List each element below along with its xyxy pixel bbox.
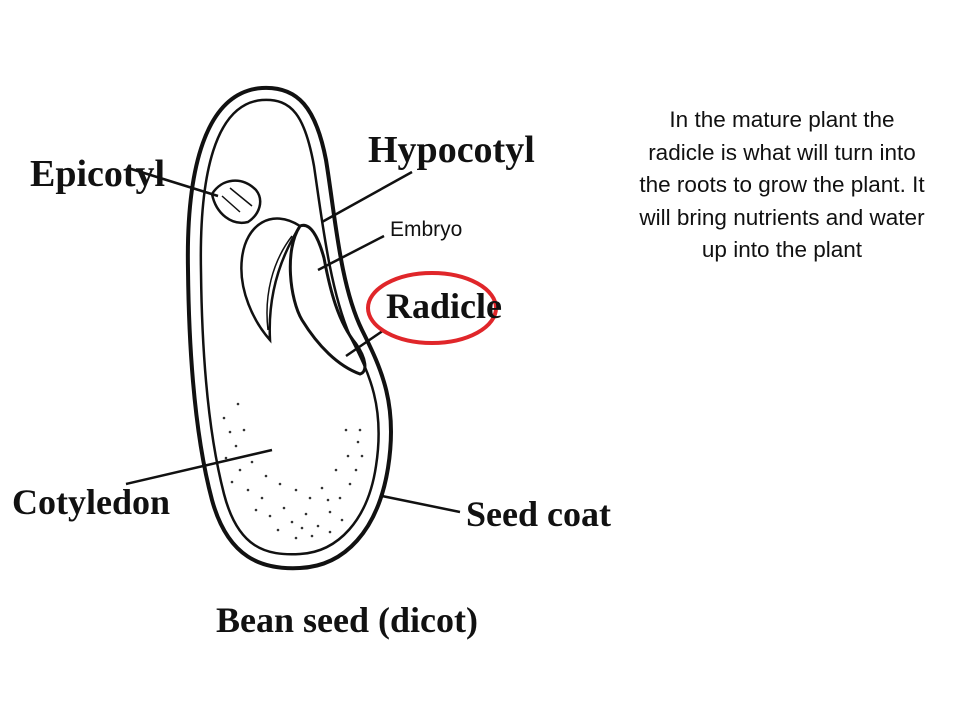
embryo-axis <box>288 223 367 376</box>
label-embryo: Embryo <box>390 218 462 241</box>
label-epicotyl: Epicotyl <box>30 153 165 195</box>
epicotyl-plumule <box>210 179 262 225</box>
hypocotyl-leader <box>321 170 413 224</box>
seed-coat-leader <box>381 494 461 514</box>
explanation-text: In the mature plant the radicle is what … <box>639 107 925 262</box>
diagram-caption: Bean seed (dicot) <box>216 600 478 640</box>
label-cotyledon: Cotyledon <box>12 482 170 522</box>
radicle-leader <box>345 328 385 358</box>
embryonic-leaf <box>240 217 302 344</box>
cotyledon-speckles <box>222 402 364 540</box>
seed-coat-outline <box>185 85 394 571</box>
seed-coat-inner-outline <box>199 98 380 556</box>
label-seed-coat: Seed coat <box>466 494 611 534</box>
epicotyl-leader <box>127 166 219 198</box>
label-hypocotyl: Hypocotyl <box>368 129 535 171</box>
cotyledon-leader <box>125 448 273 486</box>
epicotyl-detail <box>221 187 253 213</box>
embryo-leader <box>317 234 385 272</box>
leader-lines <box>125 166 461 514</box>
label-radicle: Radicle <box>386 286 502 326</box>
embryonic-leaf-vein <box>266 235 293 331</box>
radicle-highlight-ring <box>366 271 498 345</box>
